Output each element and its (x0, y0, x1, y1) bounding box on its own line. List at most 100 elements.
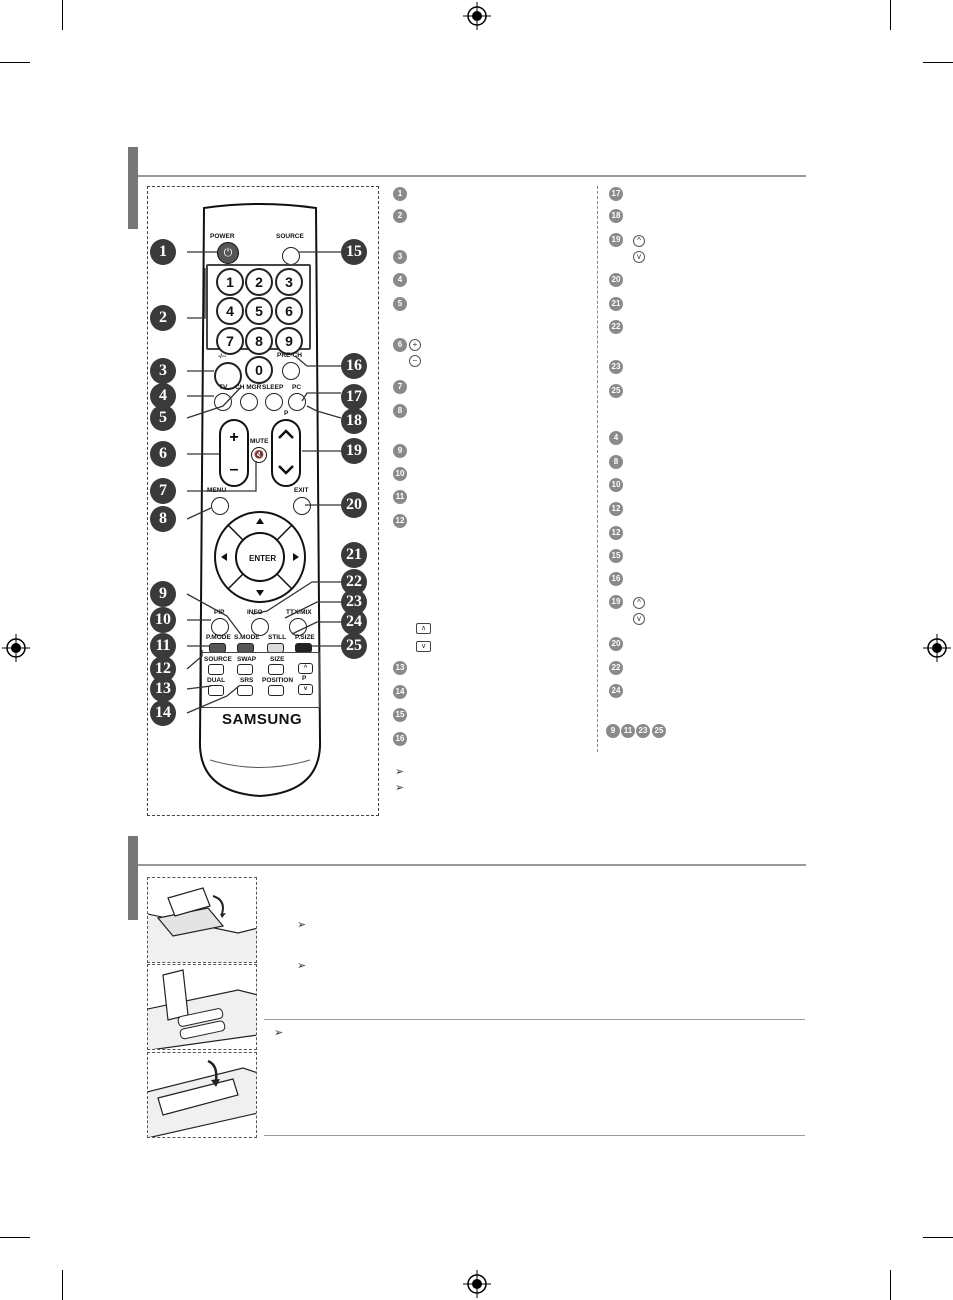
legend-dot-13: 13 (393, 661, 407, 675)
callout-7: 7 (150, 478, 176, 504)
chmgr-label: CH MGR (235, 384, 262, 391)
digit-4-button[interactable]: 4 (216, 297, 244, 325)
source-label: SOURCE (276, 233, 304, 240)
volume-up-icon: + (409, 339, 421, 351)
callout-20: 20 (341, 492, 367, 518)
crop-mark (0, 1237, 30, 1238)
registration-mark (463, 1270, 491, 1298)
legend-dot-19: 19 (609, 233, 623, 247)
legend-dot-12c: 12 (609, 526, 623, 540)
digit-8-button[interactable]: 8 (245, 327, 273, 355)
srs-label: SRS (240, 677, 254, 684)
dash-button[interactable] (214, 362, 242, 390)
digit-7-button[interactable]: 7 (216, 327, 244, 355)
crop-mark (0, 62, 30, 63)
pip-button[interactable] (211, 618, 229, 636)
legend-dot-6: 6 (393, 338, 407, 352)
pc-label: PC (292, 384, 302, 391)
legend-dot-18: 18 (609, 209, 623, 223)
callout-1: 1 (150, 239, 176, 265)
brand-logo: SAMSUNG (222, 711, 303, 728)
legend-dot-12: 12 (393, 514, 407, 528)
power-label: POWER (210, 233, 235, 240)
legend-dot-16: 16 (393, 732, 407, 746)
dual-button[interactable] (208, 685, 224, 696)
note-divider (264, 1135, 805, 1136)
legend-dot-22b: 22 (609, 661, 623, 675)
pip-channel-label: P (302, 675, 307, 682)
digit-2-button[interactable]: 2 (245, 268, 273, 296)
exit-label: EXIT (294, 487, 309, 494)
channel-up-icon: ^ (633, 235, 645, 247)
size-label: SIZE (270, 656, 285, 663)
navigation-pad[interactable] (213, 510, 307, 604)
pip-channel-down-button[interactable]: v (298, 684, 313, 695)
digit-5-button[interactable]: 5 (245, 297, 273, 325)
note-arrow-icon: ➢ (395, 766, 405, 778)
legend-dot-21: 21 (609, 297, 623, 311)
pip-channel-up-button[interactable]: ^ (298, 663, 313, 674)
callout-11: 11 (150, 633, 176, 659)
channel-rocker[interactable] (270, 418, 302, 488)
srs-button[interactable] (237, 685, 253, 696)
footer-dot-25: 25 (652, 724, 666, 738)
swap-button[interactable] (237, 664, 253, 675)
pip-controls-frame (201, 652, 320, 708)
callout-15: 15 (341, 239, 367, 265)
callout-25: 25 (341, 633, 367, 659)
position-button[interactable] (268, 685, 284, 696)
size-button[interactable] (268, 664, 284, 675)
digit-1-button[interactable]: 1 (216, 268, 244, 296)
crop-mark (890, 0, 891, 30)
volume-rocker[interactable]: + – (218, 418, 250, 488)
column-divider (597, 186, 598, 752)
section-marker (128, 147, 138, 229)
digit-3-button[interactable]: 3 (275, 268, 303, 296)
digit-9-button[interactable]: 9 (275, 327, 303, 355)
pc-button[interactable] (288, 393, 306, 411)
channel-label: P (284, 410, 289, 417)
crop-mark (923, 1237, 953, 1238)
section-marker (128, 836, 138, 920)
note-arrow-icon: ➢ (297, 960, 307, 972)
chmgr-button[interactable] (240, 393, 258, 411)
remote-figure-frame (147, 186, 379, 816)
prech-button[interactable] (282, 362, 300, 380)
svg-text:+: + (229, 429, 238, 446)
callout-4: 4 (150, 383, 176, 409)
dual-label: DUAL (207, 677, 226, 684)
menu-button[interactable] (211, 497, 229, 515)
channel-down-icon: v (633, 251, 645, 263)
source-pip-label: SOURCE (204, 656, 232, 663)
enter-label[interactable]: ENTER (249, 554, 277, 563)
callout-14: 14 (150, 700, 176, 726)
legend-dot-19b: 19 (609, 595, 623, 609)
legend-dot-23: 23 (609, 360, 623, 374)
still-label: STILL (268, 634, 287, 641)
section-divider (138, 175, 806, 177)
power-button[interactable]: ⏻ (217, 242, 239, 264)
digit-6-button[interactable]: 6 (275, 297, 303, 325)
legend-dot-24: 24 (609, 684, 623, 698)
legend-dot-1: 1 (393, 187, 407, 201)
mute-button[interactable]: 🔇 (251, 447, 267, 463)
legend-dot-25: 25 (609, 384, 623, 398)
svg-text:–: – (230, 461, 239, 478)
exit-button[interactable] (293, 497, 311, 515)
source-pip-button[interactable] (208, 664, 224, 675)
pip-label: PIP (214, 609, 225, 616)
legend-dot-10b: 10 (609, 478, 623, 492)
sleep-button[interactable] (265, 393, 283, 411)
legend-dot-5: 5 (393, 297, 407, 311)
channel-up-icon: ^ (633, 597, 645, 609)
legend-dot-10: 10 (393, 467, 407, 481)
legend-dot-16b: 16 (609, 572, 623, 586)
legend-dot-8: 8 (393, 404, 407, 418)
callout-19: 19 (341, 438, 367, 464)
callout-3: 3 (150, 358, 176, 384)
digit-0-button[interactable]: 0 (245, 356, 273, 384)
tv-button[interactable] (214, 393, 232, 411)
info-button[interactable] (251, 618, 269, 636)
legend-dot-11: 11 (393, 490, 407, 504)
legend-dot-7: 7 (393, 380, 407, 394)
